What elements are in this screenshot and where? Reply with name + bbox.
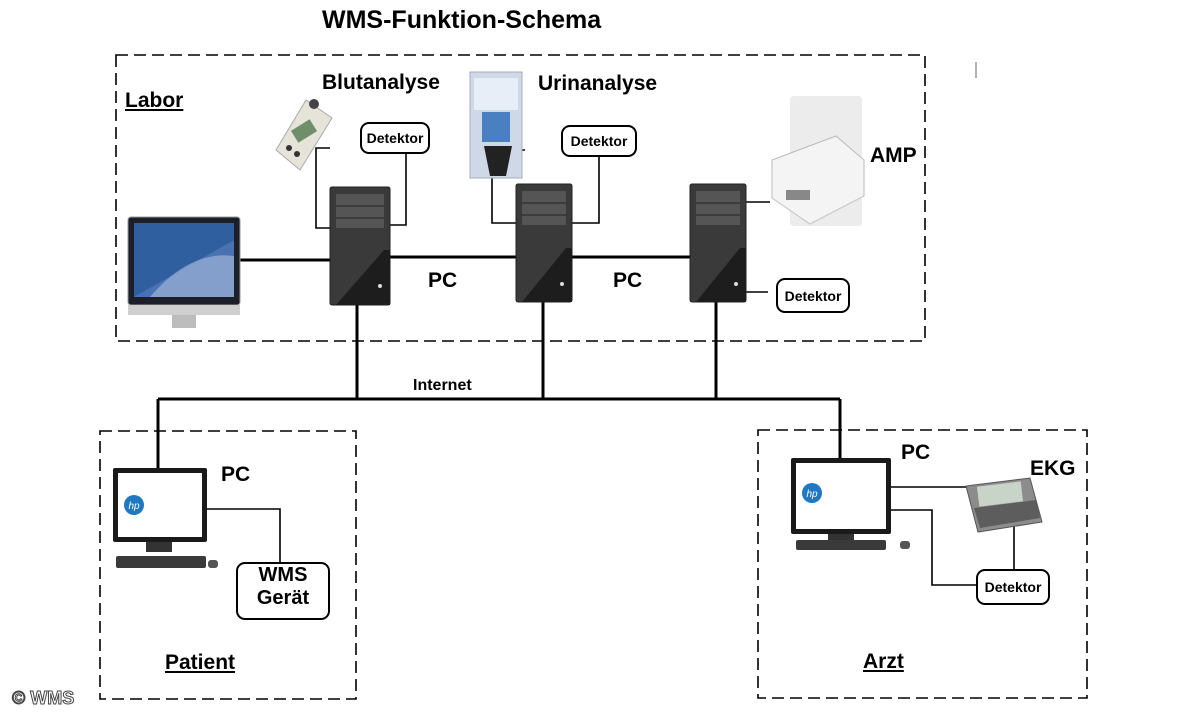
network-lines xyxy=(156,147,1015,586)
zone-label-patient: Patient xyxy=(165,651,236,674)
pc-tower-icon xyxy=(515,183,573,303)
svg-text:hp: hp xyxy=(128,501,140,512)
pc-label: PC xyxy=(428,269,458,292)
device-label-amp: AMP xyxy=(870,144,917,167)
wms-geraet-box: WMS Gerät xyxy=(236,562,330,620)
detektor-box: Detektor xyxy=(561,125,637,157)
blood-analyzer-icon xyxy=(275,99,333,171)
device-label-ekg: EKG xyxy=(1030,457,1076,480)
labor-zone-frame xyxy=(115,54,926,342)
arzt-zone-frame xyxy=(757,429,1088,699)
diagram-title: WMS-Funktion-Schema xyxy=(322,6,602,34)
internet-label: Internet xyxy=(413,377,472,394)
pc-label: PC xyxy=(901,441,931,464)
detektor-box: Detektor xyxy=(976,569,1050,605)
urine-analyzer-icon xyxy=(469,71,523,179)
pc-label: PC xyxy=(221,463,251,486)
wms-geraet-line2: Gerät xyxy=(256,587,310,609)
monitor-icon xyxy=(127,216,241,328)
svg-text:hp: hp xyxy=(806,489,818,500)
device-label-blutanalyse: Blutanalyse xyxy=(322,71,440,94)
copyright-watermark: © WMS xyxy=(11,688,75,709)
hp-monitor-icon: hp xyxy=(113,468,218,568)
hp-monitor-icon: hp xyxy=(791,458,910,550)
pc-tower-icon xyxy=(329,186,391,306)
detektor-box: Detektor xyxy=(776,278,850,313)
pc-tower-icon xyxy=(689,183,747,303)
device-label-urinanalyse: Urinanalyse xyxy=(538,72,658,95)
amp-device-icon xyxy=(771,96,865,226)
detektor-box: Detektor xyxy=(360,122,430,154)
zone-label-labor: Labor xyxy=(125,89,184,112)
pc-label: PC xyxy=(613,269,643,292)
ekg-device-icon xyxy=(965,477,1043,533)
wms-geraet-line1: WMS xyxy=(258,564,308,586)
zone-label-arzt: Arzt xyxy=(863,650,904,673)
patient-zone-frame xyxy=(99,430,357,700)
